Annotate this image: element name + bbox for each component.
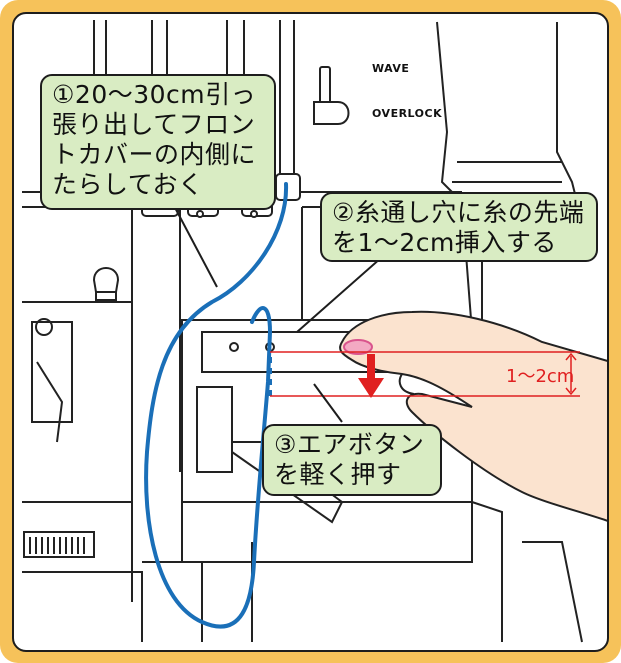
callout-step2-line: を1〜2cm挿入する <box>332 228 557 257</box>
callout-step1-line: ①20〜30cm引っ <box>52 80 257 109</box>
callout-step1-line: トカバーの内側に <box>52 140 257 169</box>
switch-label-overlock: OVERLOCK <box>372 107 443 120</box>
callout-step3: ③エアボタン を軽く押す <box>262 424 442 496</box>
callout-step3-line: を軽く押す <box>274 460 402 489</box>
callout-step1-line: たらしておく <box>52 170 204 199</box>
switch-label-wave: WAVE <box>372 62 410 75</box>
callout-step1: ①20〜30cm引っ 張り出してフロン トカバーの内側に たらしておく <box>40 74 276 210</box>
callout-step1-line: 張り出してフロン <box>52 110 256 139</box>
callout-step3-line: ③エアボタン <box>274 430 425 459</box>
press-arrow <box>358 354 384 398</box>
diagram-panel: WAVE OVERLOCK ①20〜30cm引っ 張り出してフロン トカバーの内… <box>12 12 609 652</box>
callout-step2: ②糸通し穴に糸の先端 を1〜2cm挿入する <box>320 192 598 262</box>
hand-illustration <box>339 310 607 522</box>
measurement-label: 1〜2cm <box>506 366 575 387</box>
callout-step2-line: ②糸通し穴に糸の先端 <box>332 198 585 227</box>
thread-path <box>144 182 289 629</box>
